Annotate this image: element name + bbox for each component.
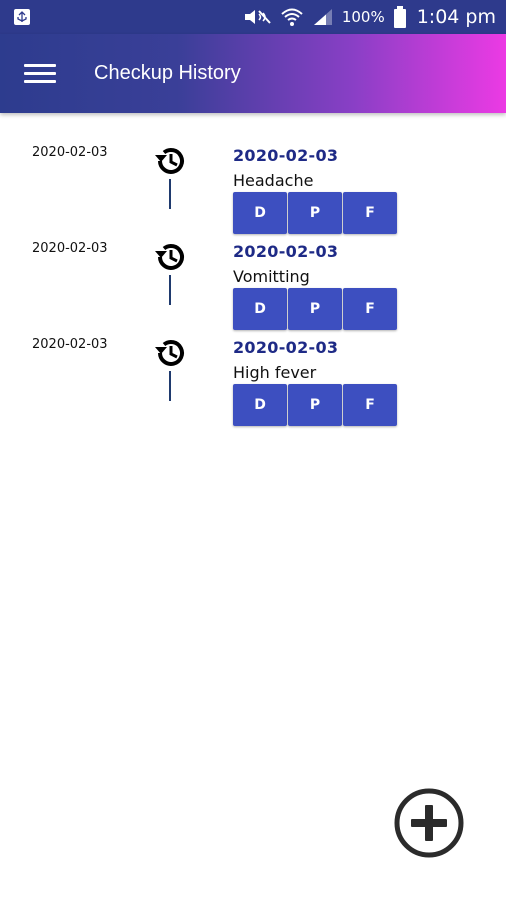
- f-button[interactable]: F: [343, 384, 397, 426]
- add-checkup-button[interactable]: [394, 788, 464, 858]
- entry-date-left: 2020-02-03: [32, 241, 108, 256]
- timeline-line: [169, 177, 171, 209]
- menu-icon[interactable]: [24, 54, 64, 94]
- status-bar: 100% 1:04 pm: [0, 0, 506, 34]
- history-icon: [152, 143, 188, 179]
- entry-actions: D P F: [233, 384, 397, 426]
- timeline-line: [169, 273, 171, 305]
- entry-actions: D P F: [233, 288, 397, 330]
- timeline-entry: 2020-02-03 2020-02-03 Headache D P F: [0, 113, 506, 234]
- clock: 1:04 pm: [416, 6, 496, 28]
- status-right: 100% 1:04 pm: [242, 6, 496, 28]
- p-button[interactable]: P: [288, 384, 342, 426]
- timeline-line: [169, 369, 171, 401]
- add-circle-icon: [394, 788, 464, 858]
- checkup-timeline: 2020-02-03 2020-02-03 Headache D P F 202…: [0, 113, 506, 426]
- d-button[interactable]: D: [233, 288, 287, 330]
- signal-icon: [312, 7, 334, 27]
- p-button[interactable]: P: [288, 288, 342, 330]
- p-button[interactable]: P: [288, 192, 342, 234]
- app-bar: Checkup History: [0, 34, 506, 113]
- entry-symptom: Headache: [233, 171, 314, 190]
- battery-percentage: 100%: [341, 8, 385, 26]
- wifi-icon: [280, 6, 304, 28]
- history-icon: [152, 335, 188, 371]
- page-title: Checkup History: [94, 62, 241, 84]
- battery-icon: [393, 6, 407, 28]
- f-button[interactable]: F: [343, 192, 397, 234]
- history-icon: [152, 239, 188, 275]
- entry-date-left: 2020-02-03: [32, 337, 108, 352]
- usb-icon: [12, 7, 32, 27]
- mute-icon: [242, 7, 272, 27]
- d-button[interactable]: D: [233, 384, 287, 426]
- entry-date-left: 2020-02-03: [32, 145, 108, 160]
- entry-date: 2020-02-03: [233, 146, 339, 165]
- f-button[interactable]: F: [343, 288, 397, 330]
- d-button[interactable]: D: [233, 192, 287, 234]
- status-left: [12, 7, 32, 27]
- timeline-entry: 2020-02-03 2020-02-03 Vomitting D P F: [0, 209, 506, 330]
- timeline-entry: 2020-02-03 2020-02-03 High fever D P F: [0, 305, 506, 426]
- entry-symptom: Vomitting: [233, 267, 310, 286]
- entry-date: 2020-02-03: [233, 338, 339, 357]
- entry-date: 2020-02-03: [233, 242, 339, 261]
- entry-actions: D P F: [233, 192, 397, 234]
- entry-symptom: High fever: [233, 363, 317, 382]
